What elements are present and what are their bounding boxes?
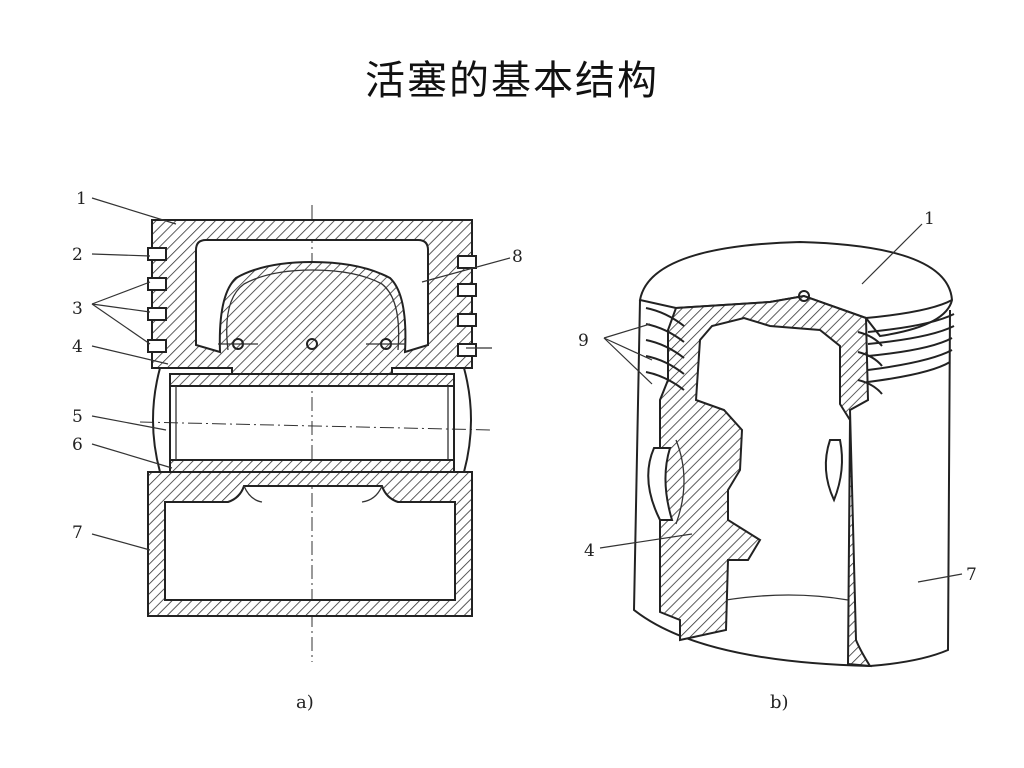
figure-a-labels: 1 2 3 4 5 6 7 8 a) [72, 189, 523, 713]
figure-b-cutaway-view [632, 240, 955, 668]
figure-b-labels: 1 9 4 7 b) [578, 209, 977, 713]
label-a-4: 4 [72, 337, 83, 357]
figure-a-section-view [139, 205, 493, 662]
label-b-9: 9 [578, 331, 589, 351]
caption-a: a) [296, 692, 314, 713]
label-a-8: 8 [512, 247, 523, 267]
ring-grooves-outer [865, 299, 955, 383]
ring-grooves-right [457, 255, 477, 357]
label-b-4: 4 [584, 541, 595, 561]
caption-b: b) [770, 692, 789, 713]
label-a-6: 6 [72, 435, 83, 455]
label-a-1: 1 [76, 189, 87, 209]
label-b-1: 1 [924, 209, 935, 229]
label-a-7: 7 [72, 523, 83, 543]
ring-grooves-left [147, 247, 167, 353]
page-title: 活塞的基本结构 [365, 58, 659, 104]
label-a-2: 2 [72, 245, 83, 265]
label-a-5: 5 [72, 407, 83, 427]
label-a-3: 3 [72, 299, 83, 319]
label-b-7: 7 [966, 565, 977, 585]
